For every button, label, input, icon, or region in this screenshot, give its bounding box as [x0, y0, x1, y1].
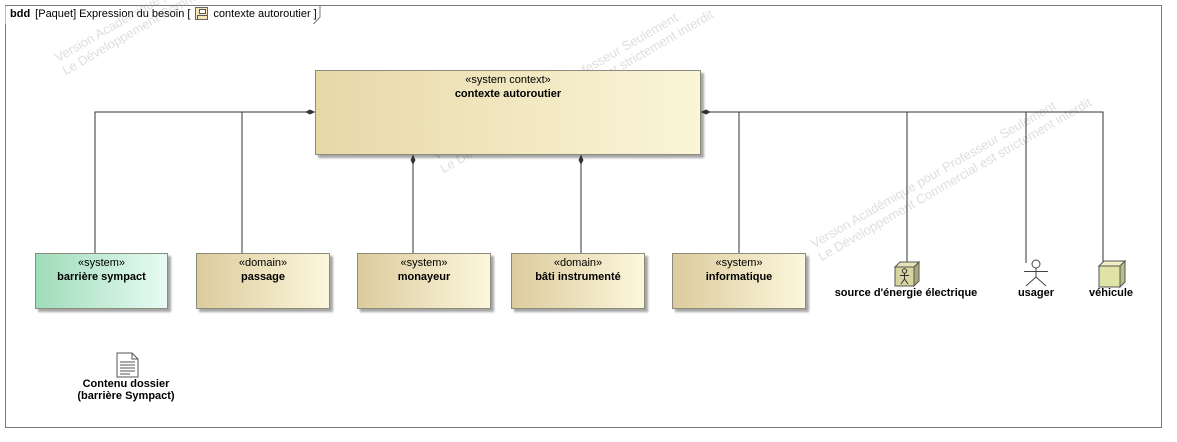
block-name: passage [240, 271, 286, 283]
composition-barriere [94, 111, 315, 253]
block-name: contexte autoroutier [454, 88, 562, 100]
document-label: Contenu dossier (barrière Sympact) [56, 378, 196, 402]
block-stereotype: «system» [77, 257, 126, 269]
actor-box-icon[interactable] [894, 261, 920, 287]
composition-diamond [410, 155, 416, 165]
block-barriere-sympact[interactable]: «system» barrière sympact [35, 253, 168, 309]
document-label-line1: Contenu dossier [82, 378, 170, 390]
block-name: bâti instrumenté [535, 271, 621, 283]
composition-diamond [305, 109, 315, 115]
block-passage[interactable]: «domain» passage [196, 253, 330, 309]
block-stereotype: «system context» [465, 74, 551, 86]
block-stereotype: «domain» [553, 257, 603, 269]
actor-label: usager [1017, 287, 1055, 299]
composition-diamond [578, 155, 584, 165]
block-stereotype: «system» [715, 257, 763, 269]
open-bracket: [ [187, 7, 191, 20]
block-name: informatique [705, 271, 773, 283]
diagram-kind: bdd [10, 7, 31, 20]
block-monayeur[interactable]: «system» monayeur [357, 253, 491, 309]
block-bati-instrumente[interactable]: «domain» bâti instrumenté [511, 253, 645, 309]
actor-label: source d'énergie électrique [834, 287, 978, 299]
block-name: barrière sympact [57, 271, 146, 283]
document-label-line2: (barrière Sympact) [77, 390, 175, 402]
cube-icon[interactable] [1098, 260, 1126, 288]
diagram-name: contexte autoroutier [213, 7, 311, 20]
composition-diamond [701, 109, 711, 115]
block-stereotype: «system» [400, 257, 448, 269]
block-stereotype: «domain» [238, 257, 288, 269]
diagram-element-type: [Paquet] [35, 7, 77, 20]
close-bracket: ] [313, 7, 317, 20]
diagram-package: Expression du besoin [79, 7, 185, 20]
bdd-diagram-icon [195, 7, 209, 20]
frame-tab [5, 5, 321, 24]
diagram-frame [5, 5, 1162, 428]
stick-figure-icon[interactable] [1021, 259, 1051, 287]
actor-label: véhicule [1088, 287, 1134, 299]
document-icon[interactable] [116, 352, 140, 378]
frame-header[interactable]: bdd [Paquet] Expression du besoin [ cont… [10, 7, 317, 20]
system-context-block[interactable]: «system context» contexte autoroutier [315, 70, 701, 155]
association-vehicule [701, 111, 1104, 263]
block-name: monayeur [397, 271, 451, 283]
block-informatique[interactable]: «system» informatique [672, 253, 806, 309]
